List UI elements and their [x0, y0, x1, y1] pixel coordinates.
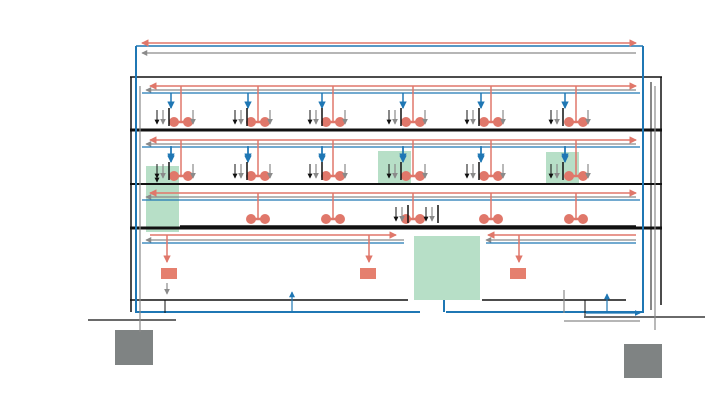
supply-main-left — [135, 46, 420, 313]
floor-slabs — [88, 76, 705, 321]
tank-left — [115, 330, 153, 365]
main-risers — [135, 39, 656, 332]
tank-right — [624, 344, 662, 378]
terminal-unit-2 — [360, 268, 376, 279]
supply-main-right — [446, 46, 644, 313]
terminal-unit-3 — [510, 268, 526, 279]
terminal-unit-1 — [161, 268, 177, 279]
equipment — [115, 268, 662, 378]
ground-floor-distribution — [142, 231, 636, 295]
zone-plant-room — [414, 236, 480, 300]
floor-distribution — [142, 82, 640, 227]
